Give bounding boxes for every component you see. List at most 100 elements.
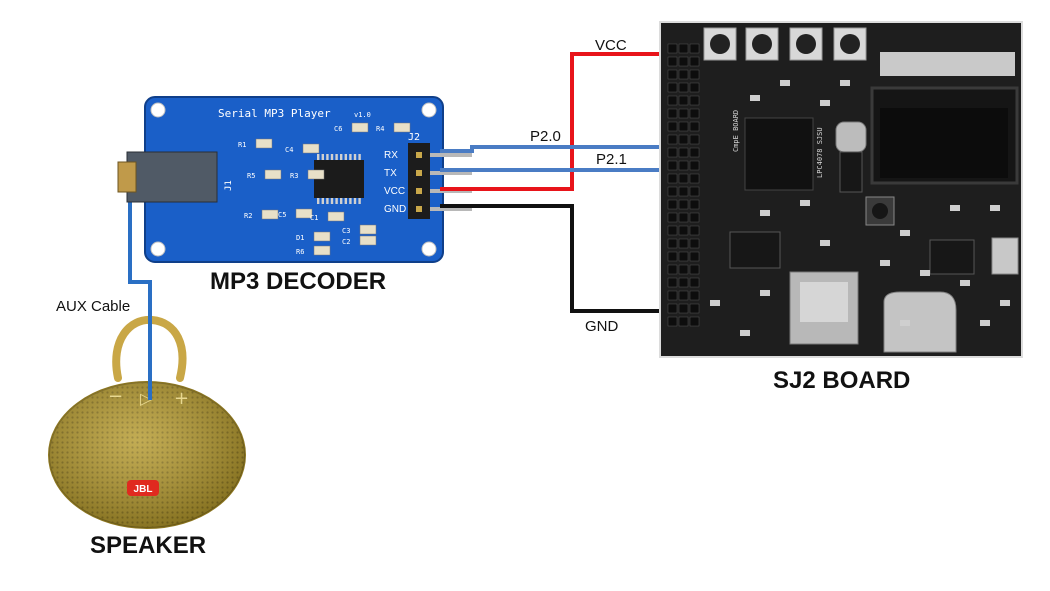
header-pin — [667, 43, 678, 54]
decoder-pcb-version: v1.0 — [354, 111, 371, 119]
header-pin — [689, 95, 700, 106]
header-pin — [667, 316, 678, 327]
chip-pin — [344, 198, 347, 204]
header-pin — [678, 251, 689, 262]
header-pin — [678, 199, 689, 210]
header-pin — [689, 147, 700, 158]
chip-pin — [330, 198, 334, 204]
sj2-board: LPC4078 SJSU CmpE BOARD — [659, 21, 1023, 358]
smd-component — [302, 143, 320, 154]
header-pin — [689, 173, 700, 184]
chip-pin — [344, 154, 347, 160]
smd-part — [710, 300, 720, 306]
wire-gnd — [440, 204, 668, 313]
audio-jack-barrel — [117, 161, 137, 193]
mcu-chip — [744, 117, 814, 191]
chip-pin — [317, 154, 320, 160]
header-pin — [678, 121, 689, 132]
wire-vcc — [440, 52, 685, 191]
board-label: CmpE BOARD — [732, 110, 740, 152]
header-pin — [689, 160, 700, 171]
smd-part — [740, 330, 750, 336]
header-pin — [678, 264, 689, 275]
header-pin — [678, 147, 689, 158]
header-pin — [678, 134, 689, 145]
smd-part — [780, 80, 790, 86]
chip-pin — [335, 198, 338, 204]
header-pin — [416, 152, 422, 158]
header-pin — [667, 303, 678, 314]
component-ref: C4 — [285, 146, 293, 154]
smd-component — [255, 138, 273, 149]
decoder-pcb-title: Serial MP3 Player — [218, 107, 331, 120]
sj2-ic — [729, 231, 781, 269]
header-pin — [416, 206, 422, 212]
header-pin — [689, 134, 700, 145]
smd-part — [920, 270, 930, 276]
speaker-label: SPEAKER — [90, 532, 206, 559]
component-ref: D1 — [296, 234, 304, 242]
component-ref: C1 — [310, 214, 318, 222]
sj2-pin-headers — [667, 43, 700, 327]
jack-ref: J1 — [224, 180, 234, 191]
smd-component — [351, 122, 369, 133]
usb-port — [991, 237, 1019, 275]
header-pin-label: RX — [384, 150, 398, 161]
speaker-plus-icon: + — [174, 388, 189, 409]
component-ref: R2 — [244, 212, 252, 220]
header-pin — [416, 188, 422, 194]
component-ref: R4 — [376, 125, 384, 133]
smd-part — [900, 320, 910, 326]
header-pin — [667, 121, 678, 132]
header-pin — [689, 290, 700, 301]
header-pin — [667, 212, 678, 223]
speaker: − ▷ + JBL — [48, 315, 246, 529]
header-pin — [678, 225, 689, 236]
header-pin — [678, 56, 689, 67]
header-pin — [416, 170, 422, 176]
header-ref: J2 — [408, 132, 420, 143]
header-pin — [689, 251, 700, 262]
chip-pin — [353, 198, 357, 204]
header-pin — [678, 69, 689, 80]
header-pin-lead — [430, 207, 472, 211]
header-pin — [667, 134, 678, 145]
smd-component — [313, 245, 331, 256]
component-ref: C3 — [342, 227, 350, 235]
chip-pin — [335, 154, 338, 160]
smd-part — [760, 210, 770, 216]
sj2-push-buttons — [703, 27, 867, 61]
jbl-logo — [127, 480, 159, 496]
smd-part — [750, 95, 760, 101]
chip-pin — [349, 154, 352, 160]
smd-part — [1000, 300, 1010, 306]
header-pin — [678, 290, 689, 301]
header-pin — [689, 264, 700, 275]
sj2-ic — [929, 239, 975, 275]
header-pin — [678, 43, 689, 54]
header-pin — [667, 56, 678, 67]
header-pin-label: GND — [384, 204, 406, 215]
mounting-hole — [150, 102, 166, 118]
header-pin-lead — [430, 153, 472, 157]
pin-header — [408, 143, 430, 219]
header-pin — [689, 43, 700, 54]
mounting-hole — [421, 241, 437, 257]
header-pin — [689, 277, 700, 288]
header-pin-label: TX — [384, 168, 397, 179]
jbl-logo-text: JBL — [134, 484, 153, 495]
header-pin — [689, 225, 700, 236]
header-pin — [678, 108, 689, 119]
battery-holder — [883, 291, 957, 353]
header-pin — [678, 160, 689, 171]
header-pin — [667, 277, 678, 288]
header-pin — [667, 82, 678, 93]
smd-component — [295, 208, 313, 219]
chip-pin — [358, 154, 361, 160]
header-pin — [689, 121, 700, 132]
smd-part — [960, 280, 970, 286]
aux-cable — [128, 200, 152, 400]
component-ref: R6 — [296, 248, 304, 256]
